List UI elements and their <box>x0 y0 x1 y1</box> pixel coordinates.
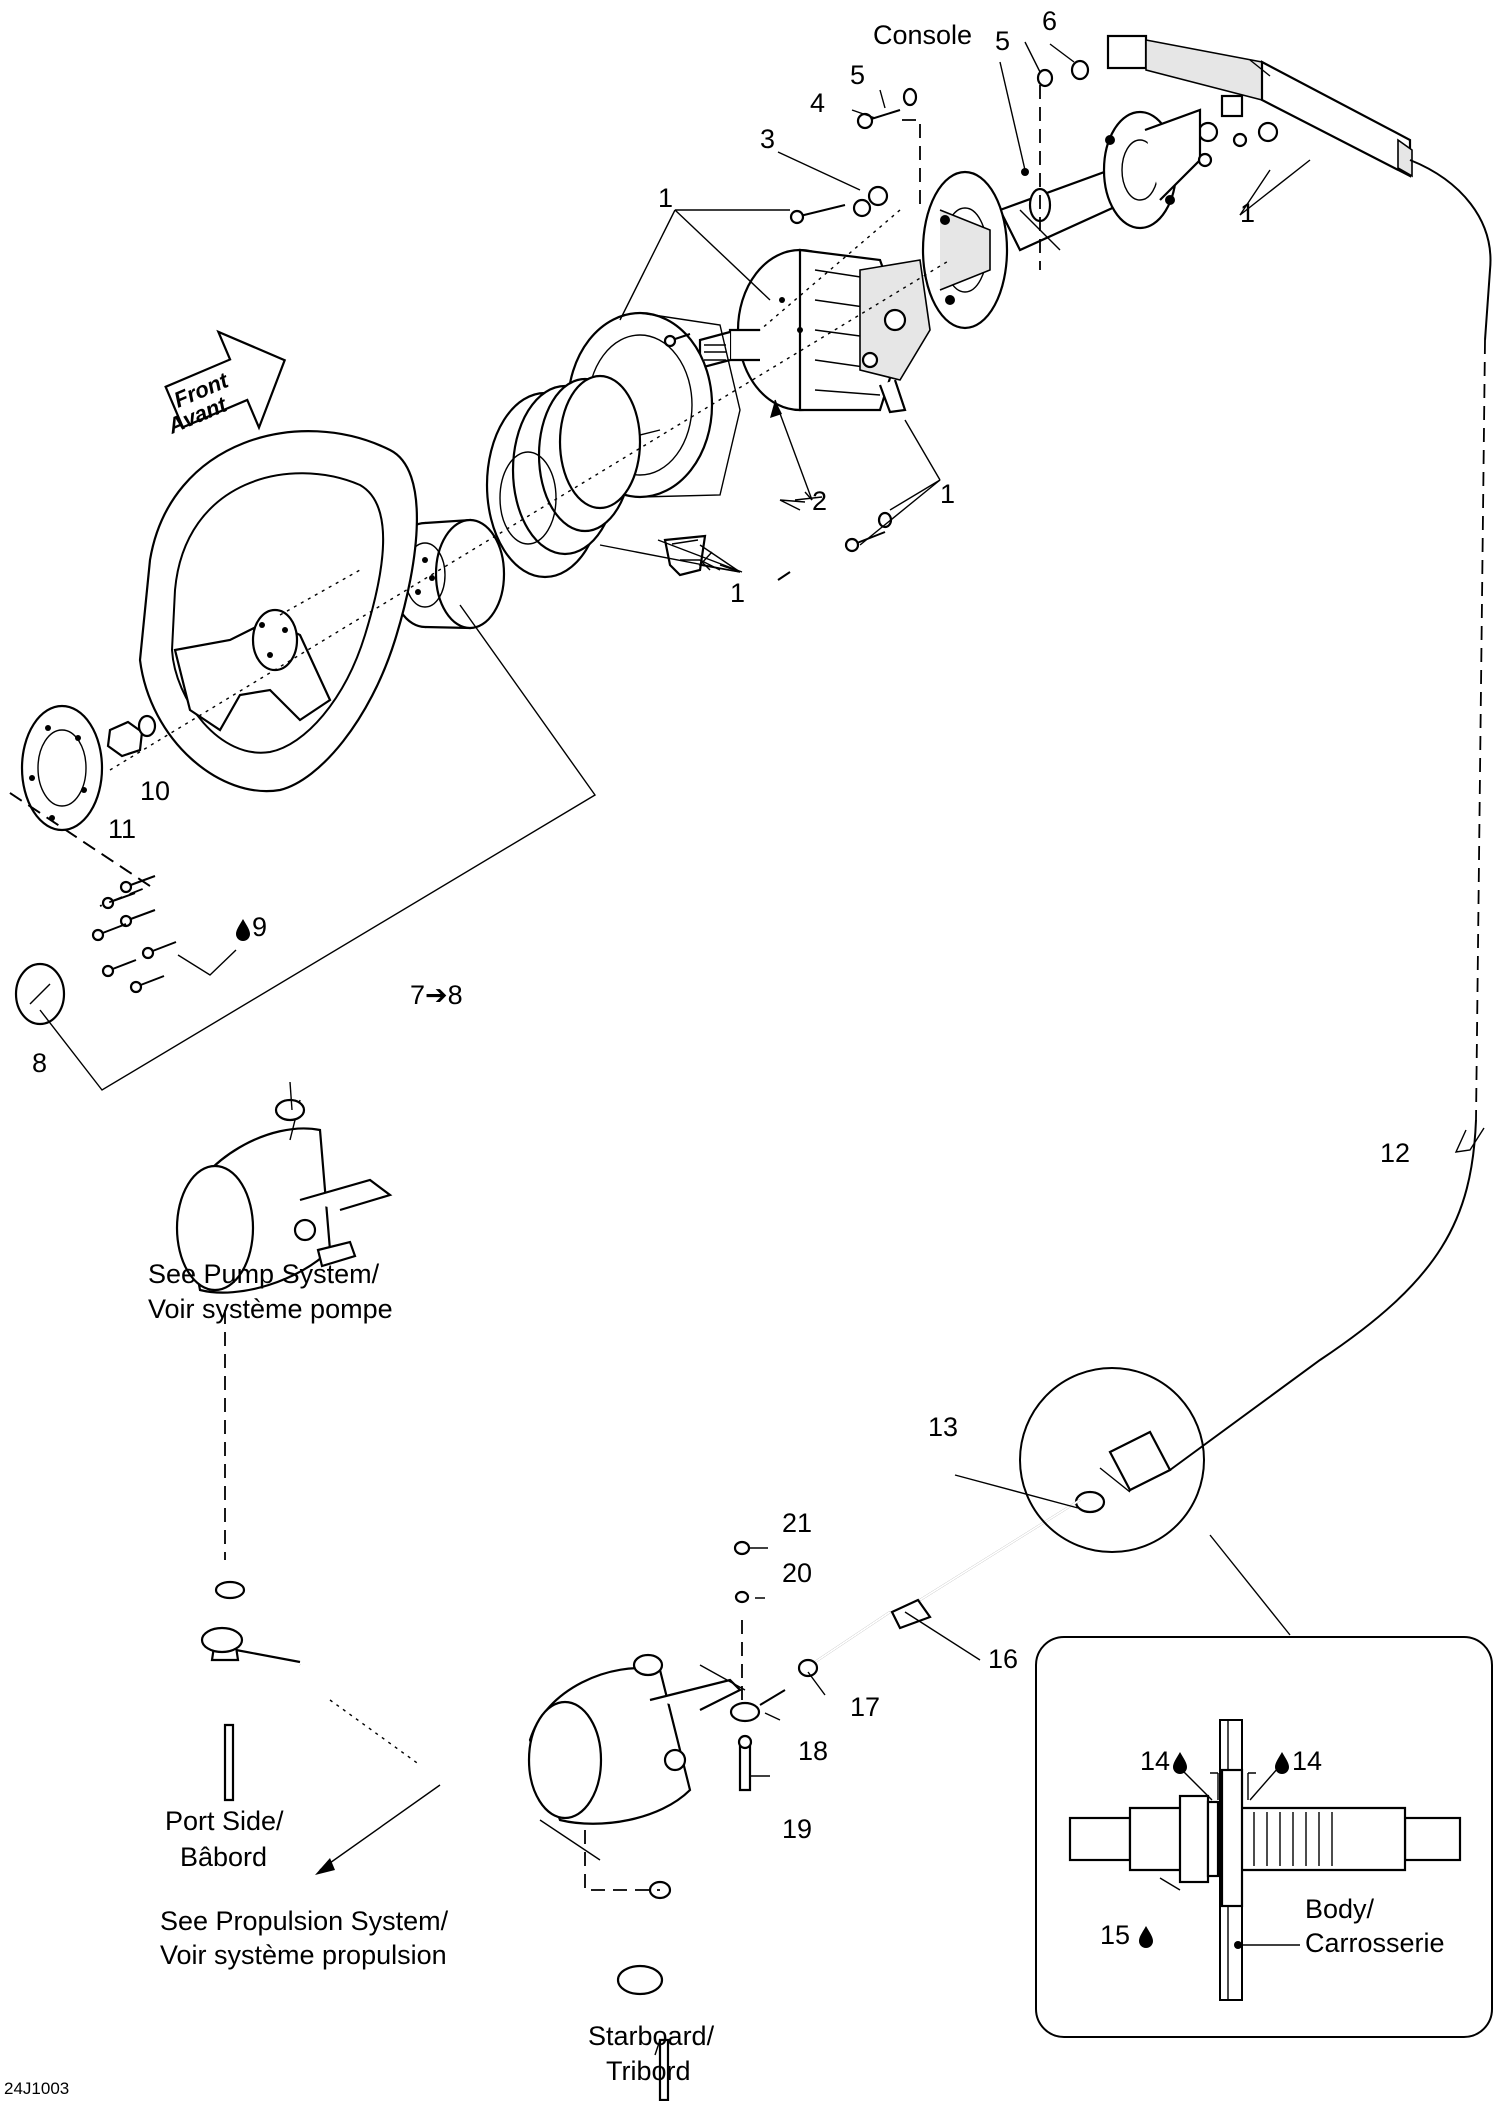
leader-lines-top <box>599 41 1311 573</box>
label-1-right: 1 <box>1240 198 1255 228</box>
label-port-1: Port Side/ <box>165 1806 284 1836</box>
label-16: 16 <box>988 1644 1018 1674</box>
cover-plate <box>20 704 104 832</box>
label-9: 9 <box>252 912 267 942</box>
bellows-boot <box>485 374 642 579</box>
label-pump-2: Voir système pompe <box>148 1294 393 1324</box>
label-1-top: 1 <box>658 183 673 213</box>
ball-joint-hardware <box>729 1540 786 1792</box>
pump-nozzle-port <box>175 1098 393 1294</box>
label-1-mid: 1 <box>940 479 955 509</box>
label-star-2: Tribord <box>606 2056 691 2086</box>
tie-rod <box>200 1580 672 2101</box>
label-12: 12 <box>1380 1138 1410 1168</box>
label-18: 18 <box>798 1736 828 1766</box>
emblem <box>14 962 66 1026</box>
label-6: 6 <box>1042 6 1057 36</box>
label-5-left: 5 <box>850 60 865 90</box>
label-14-left: 14 <box>1140 1746 1170 1776</box>
console-frame-tube <box>1106 34 1413 178</box>
assembly-bracket <box>9 604 597 1091</box>
label-body-2: Carrosserie <box>1305 1928 1445 1958</box>
steering-column <box>998 108 1202 252</box>
cable-end-assembly <box>797 1430 1172 1678</box>
detail-magnifier <box>1019 1367 1205 1553</box>
oil-drop-icon <box>236 919 250 941</box>
label-10: 10 <box>140 776 170 806</box>
steering-wheel <box>138 430 418 793</box>
label-5-right: 5 <box>995 26 1010 56</box>
front-arrow-icon <box>164 329 287 431</box>
label-console: Console <box>873 20 972 50</box>
label-15: 15 <box>1100 1920 1130 1950</box>
label-prop-1: See Propulsion System/ <box>160 1906 449 1936</box>
hardware-bolts <box>663 59 1248 581</box>
nut-washer <box>106 714 157 758</box>
screw-set <box>91 875 177 994</box>
label-1-bottom: 1 <box>730 578 745 608</box>
drawing-code: 24J1003 <box>4 2079 69 2098</box>
label-2: 2 <box>812 486 827 516</box>
label-17: 17 <box>850 1692 880 1722</box>
oil-drop-icon <box>1139 1926 1153 1948</box>
label-20: 20 <box>782 1558 812 1588</box>
label-11: 11 <box>108 814 136 844</box>
label-14-right: 14 <box>1292 1746 1322 1776</box>
label-7-8: 7➔8 <box>410 980 463 1010</box>
label-8: 8 <box>32 1048 47 1078</box>
steering-cable <box>1169 159 1492 1471</box>
console-flange <box>921 170 1009 330</box>
label-pump-1: See Pump System/ <box>148 1259 380 1289</box>
label-star-1: Starboard/ <box>588 2021 715 2051</box>
label-19: 19 <box>782 1814 812 1844</box>
label-prop-2: Voir système propulsion <box>160 1940 447 1970</box>
centerline <box>109 259 951 771</box>
detail-inset <box>1035 1636 1493 2038</box>
pump-nozzle-starboard <box>527 1653 746 1825</box>
helm-gearbox <box>698 248 931 414</box>
label-21: 21 <box>782 1508 812 1538</box>
label-3: 3 <box>760 124 775 154</box>
label-13: 13 <box>928 1412 958 1442</box>
oil-drop-icon <box>1275 1752 1289 1774</box>
label-port-2: Bâbord <box>180 1842 267 1872</box>
label-body-1: Body/ <box>1305 1894 1375 1924</box>
label-4: 4 <box>810 88 825 118</box>
oil-drop-icon <box>1173 1752 1187 1774</box>
